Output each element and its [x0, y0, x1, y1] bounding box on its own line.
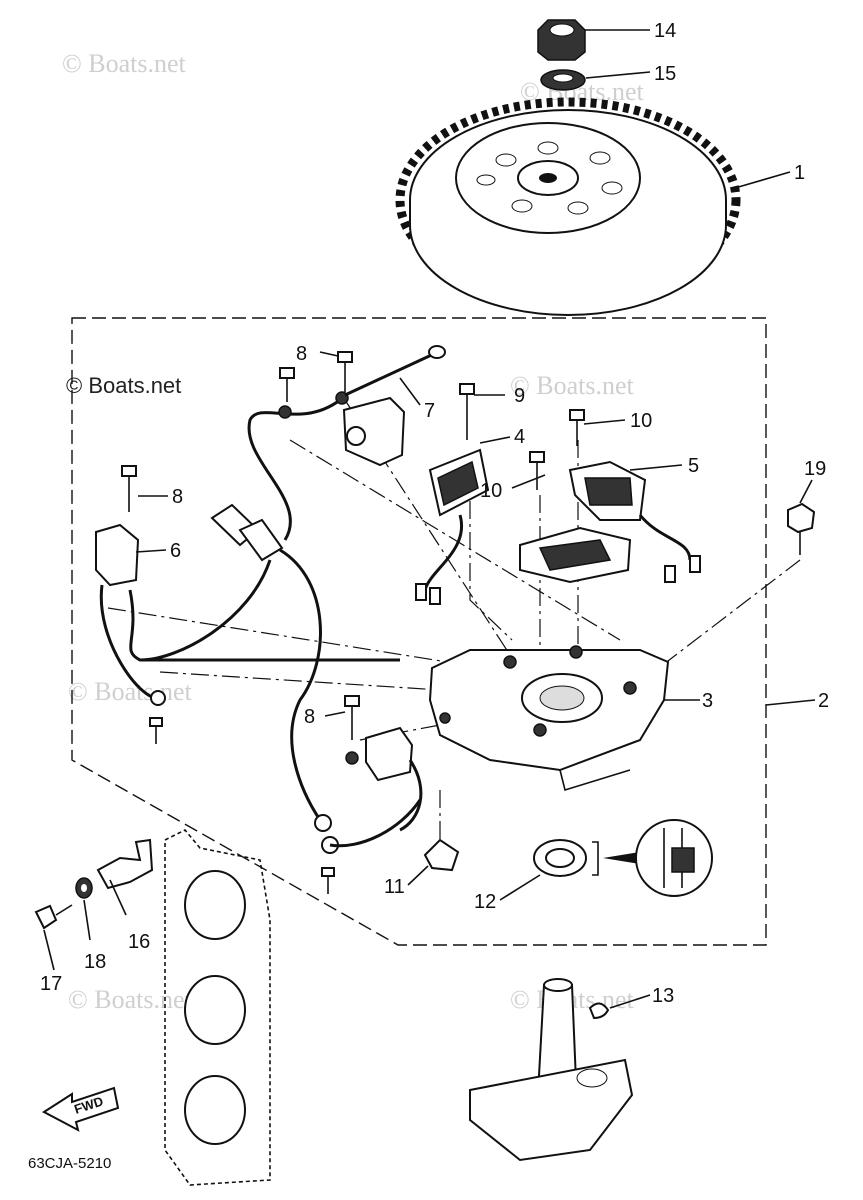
- callout-4: 4: [514, 426, 525, 448]
- ignition-coil: [278, 391, 406, 467]
- flywheel-nut: [537, 19, 586, 61]
- callout-2: 2: [818, 690, 829, 712]
- screw-icon: [337, 351, 353, 392]
- pulser-coil: [95, 523, 400, 706]
- watermark: © Boats.net: [68, 985, 193, 1014]
- screw-icon: [149, 717, 163, 744]
- assembly-guide-line: [159, 671, 441, 691]
- callout-16: 16: [128, 931, 150, 953]
- callout-14: 14: [654, 20, 676, 42]
- wire-harness: [139, 398, 422, 854]
- bolt-icon: [787, 502, 816, 555]
- callout-13: 13: [652, 985, 674, 1007]
- harness-bracket: [96, 838, 154, 890]
- callout-8: 8: [172, 486, 183, 508]
- callout-10: 10: [630, 410, 652, 432]
- watermark: © Boats.net: [62, 49, 187, 78]
- screw-icon: [529, 451, 545, 490]
- crankshaft: [469, 978, 634, 1162]
- stator-base-plate: [428, 645, 670, 792]
- screw-icon: [569, 409, 585, 446]
- lighting-coil-lower: [519, 526, 632, 584]
- lighting-coil-upper: [568, 460, 701, 583]
- callout-17: 17: [40, 973, 62, 995]
- oil-seal: [533, 819, 713, 897]
- callout-19: 19: [804, 458, 826, 480]
- callout-9: 9: [514, 385, 525, 407]
- callout-15: 15: [654, 63, 676, 85]
- screw-icon: [459, 383, 475, 440]
- charge-coil: [415, 448, 490, 605]
- forward-direction-arrow: FWD: [42, 1086, 120, 1132]
- bracket-washer: [75, 877, 93, 899]
- callout-3: 3: [702, 690, 713, 712]
- callout-6: 6: [170, 540, 181, 562]
- assembly-guide-line: [469, 470, 513, 641]
- callout-18: 18: [84, 951, 106, 973]
- callout-11: 11: [384, 876, 405, 898]
- callout-8: 8: [304, 706, 315, 728]
- bracket-bolt: [34, 904, 73, 930]
- watermark: © Boats.net: [510, 371, 635, 400]
- watermark: © Boats.net: [68, 677, 193, 706]
- flywheel-washer: [540, 69, 586, 91]
- screw-icon: [279, 367, 295, 402]
- flywheel: [395, 97, 741, 316]
- cylinder-block-outline: [164, 829, 271, 1186]
- screw-icon: [321, 867, 335, 894]
- woodruff-key: [588, 1002, 610, 1020]
- callout-8: 8: [296, 343, 307, 365]
- watermark: © Boats.net: [66, 373, 181, 398]
- wire-clamp: [423, 838, 460, 872]
- diagram-code: 63CJA-5210: [28, 1155, 111, 1172]
- leader-lines: [43, 29, 816, 1009]
- callout-10: 10: [480, 480, 502, 502]
- assembly-guide-line: [289, 439, 621, 641]
- stator-assembly-boundary: [71, 317, 767, 946]
- ground-lead: [344, 345, 446, 397]
- assembly-guide-line: [107, 607, 461, 665]
- callout-1: 1: [794, 162, 805, 184]
- callout-5: 5: [688, 455, 699, 477]
- callout-7: 7: [424, 400, 435, 422]
- pulser-coil-lower: [345, 726, 423, 832]
- callout-12: 12: [474, 891, 496, 913]
- screw-icon: [121, 465, 137, 512]
- screw-icon: [344, 695, 360, 740]
